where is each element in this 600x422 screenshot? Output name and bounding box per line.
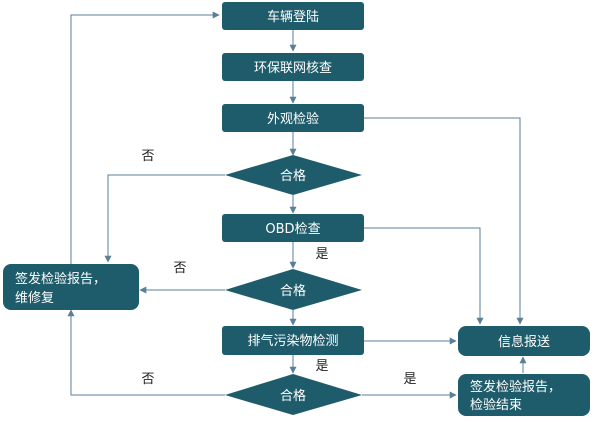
node-issue-report-repair-line1: 签发检验报告， bbox=[15, 271, 106, 287]
edge-repair-to-login bbox=[70, 11, 220, 264]
node-env-network-check: 环保联网核查 bbox=[222, 53, 364, 81]
connectors bbox=[67, 11, 527, 399]
node-info-submit: 信息报送 bbox=[458, 326, 590, 356]
node-decision-1: 合格 bbox=[225, 155, 362, 195]
edge-decision3-no bbox=[67, 309, 225, 396]
edge-label-yes-1: 是 bbox=[315, 247, 328, 262]
edge-label-no-1: 否 bbox=[141, 149, 154, 164]
edge-label-no-3: 否 bbox=[141, 372, 154, 387]
edge-label-no-2: 否 bbox=[173, 261, 186, 276]
node-emission-test: 排气污染物检测 bbox=[222, 326, 364, 355]
edge-obd-to-info bbox=[362, 227, 484, 325]
node-vehicle-login: 车辆登陆 bbox=[222, 2, 364, 30]
edge-label-yes-2: 是 bbox=[315, 359, 328, 374]
edge-decision1-no bbox=[104, 174, 225, 263]
node-vehicle-login-label: 车辆登陆 bbox=[267, 9, 319, 25]
node-visual-inspection-label: 外观检验 bbox=[267, 111, 319, 127]
node-decision-2-label: 合格 bbox=[280, 283, 306, 299]
node-issue-report-repair-line2: 维修复 bbox=[15, 291, 54, 306]
node-obd-check: OBD检查 bbox=[222, 214, 364, 242]
node-issue-report-end: 签发检验报告， 检验结束 bbox=[458, 374, 590, 416]
edge-visual-to-info bbox=[362, 117, 524, 325]
node-info-submit-label: 信息报送 bbox=[498, 334, 550, 350]
node-env-network-check-label: 环保联网核查 bbox=[254, 61, 332, 76]
node-decision-2: 合格 bbox=[225, 269, 362, 310]
node-issue-report-repair: 签发检验报告， 维修复 bbox=[3, 264, 139, 310]
node-issue-report-end-line2: 检验结束 bbox=[470, 397, 522, 413]
edge-label-yes-3: 是 bbox=[403, 372, 416, 387]
node-visual-inspection: 外观检验 bbox=[222, 104, 364, 132]
node-issue-report-end-line1: 签发检验报告， bbox=[470, 379, 561, 395]
node-decision-3-label: 合格 bbox=[280, 388, 306, 404]
node-decision-1-label: 合格 bbox=[280, 168, 306, 184]
node-decision-3: 合格 bbox=[225, 374, 362, 415]
node-emission-test-label: 排气污染物检测 bbox=[247, 333, 338, 349]
node-obd-check-label: OBD检查 bbox=[265, 222, 320, 237]
